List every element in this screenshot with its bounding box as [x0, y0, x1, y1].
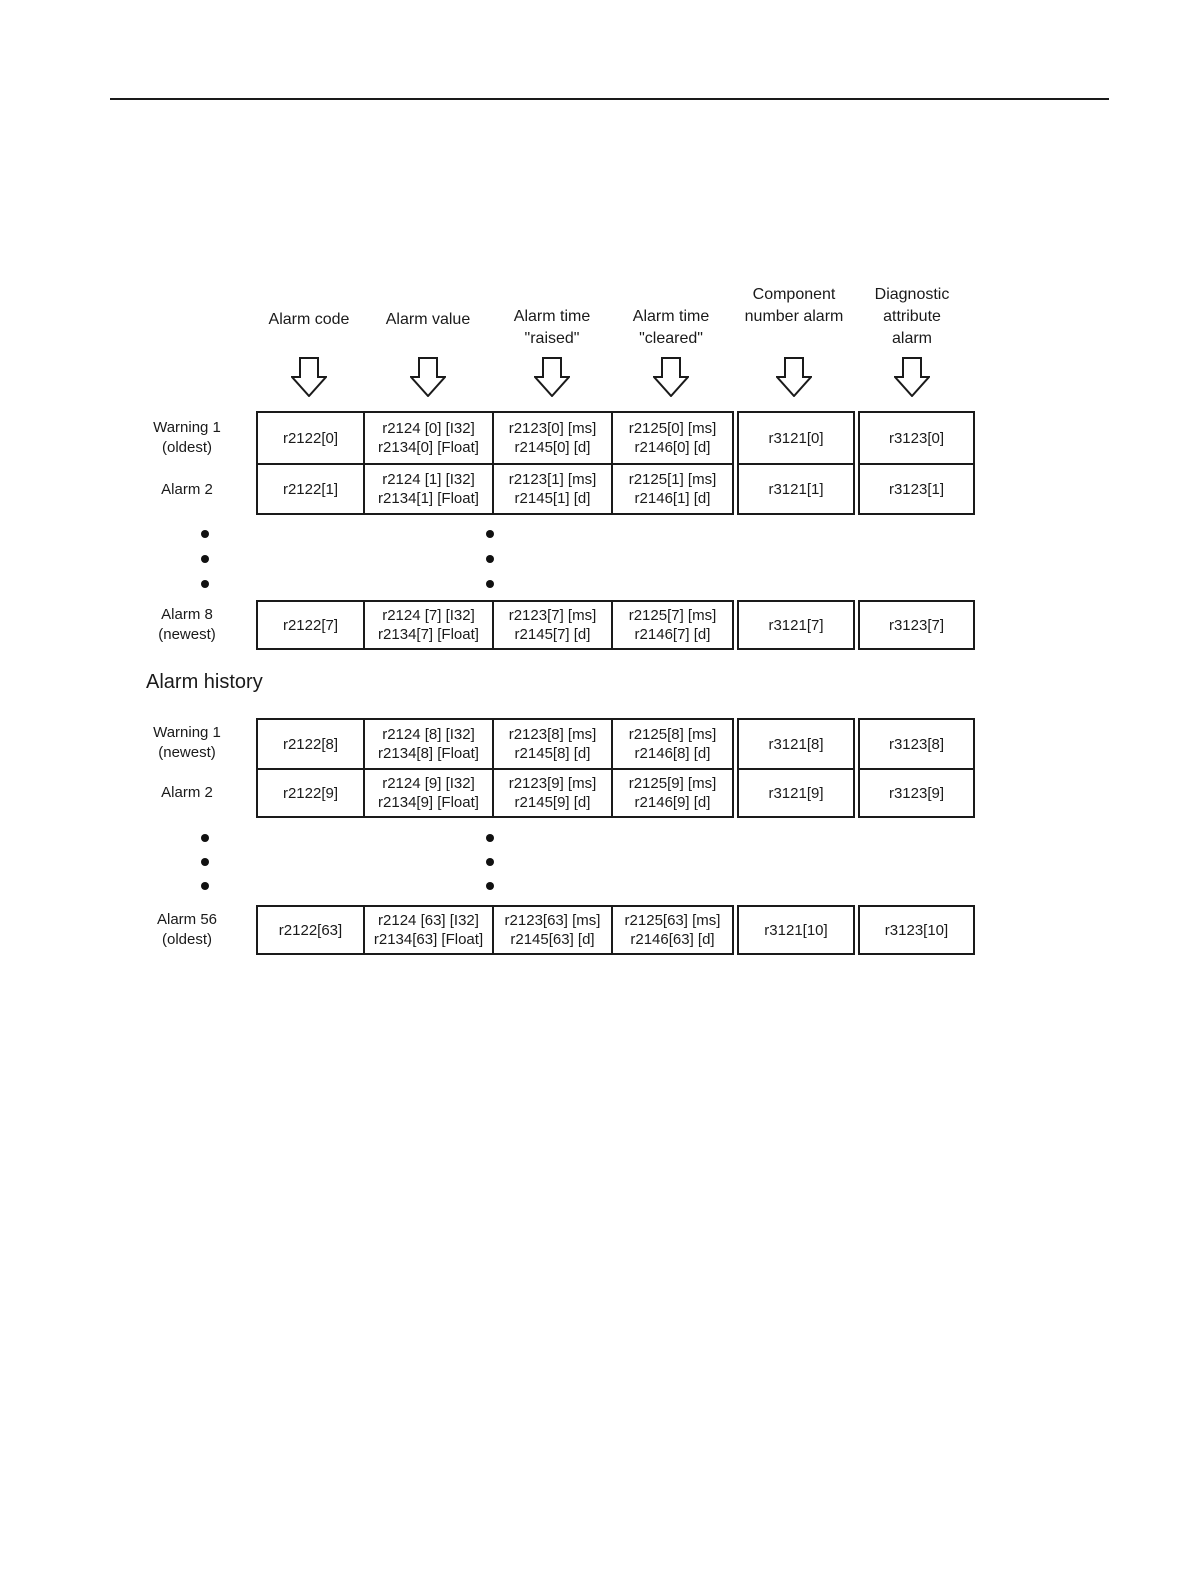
down-arrow-icon — [408, 357, 448, 398]
table-cell: r2125[0] [ms] r2146[0] [d] — [611, 413, 732, 463]
ellipsis-dot — [201, 530, 209, 538]
down-arrow-icon — [774, 357, 814, 398]
ellipsis-dot — [486, 580, 494, 588]
table-cell: r3121[0] — [768, 429, 824, 447]
ellipsis-dot — [486, 858, 494, 866]
table-cell: r2123[7] [ms] r2145[7] [d] — [492, 602, 611, 648]
table-cell: r3123[1] — [860, 463, 973, 513]
section-title-alarm-history: Alarm history — [146, 671, 263, 693]
table-cell: r3123[7] — [888, 616, 945, 634]
alarm-history-table-top: r2122[8] r2124 [8] [I32] r2134[8] [Float… — [256, 718, 975, 818]
table-cell: r3123[8] — [888, 735, 945, 753]
table-cell: r3121[7] — [768, 616, 824, 634]
table-cell: r3123[0] — [888, 429, 945, 447]
table-cell: r2123[1] [ms] r2145[1] [d] — [492, 463, 611, 513]
table-cell: r2124 [7] [I32] r2134[7] [Float] — [363, 602, 492, 648]
down-arrow-icon — [892, 357, 932, 398]
table-cell: r2123[9] [ms] r2145[9] [d] — [492, 768, 611, 816]
alarm-history-table-bottom: r2122[63] r2124 [63] [I32] r2134[63] [Fl… — [256, 905, 975, 955]
table-cell: r2122[8] — [282, 735, 339, 753]
table-cell: r2122[0] — [282, 429, 339, 447]
down-arrow-icon — [289, 357, 329, 398]
alarm-buffer-table-bottom: r2122[7] r2124 [7] [I32] r2134[7] [Float… — [256, 600, 975, 650]
table-cell: r2122[1] — [258, 463, 363, 513]
ellipsis-dot — [486, 530, 494, 538]
table-cell: r2124 [0] [I32] r2134[0] [Float] — [363, 413, 492, 463]
column-header-alarm-time-raised: Alarm time "raised" — [513, 308, 591, 347]
row-label-warning1-oldest: Warning 1 (oldest) — [153, 419, 221, 456]
table-cell: r3121[10] — [764, 921, 828, 939]
row-label-alarm8-newest: Alarm 8 (newest) — [158, 606, 216, 643]
table-cell: r2124 [9] [I32] r2134[9] [Float] — [363, 768, 492, 816]
table-cell: r2125[63] [ms] r2146[63] [d] — [611, 907, 732, 953]
table-cell: r2122[9] — [258, 768, 363, 816]
row-label-alarm2: Alarm 2 — [161, 481, 213, 498]
table-cell: r2125[7] [ms] r2146[7] [d] — [611, 602, 732, 648]
table-cell: r2124 [1] [I32] r2134[1] [Float] — [363, 463, 492, 513]
ellipsis-dot — [486, 555, 494, 563]
table-cell: r2125[1] [ms] r2146[1] [d] — [611, 463, 732, 513]
column-header-alarm-code: Alarm code — [268, 311, 350, 328]
ellipsis-dot — [486, 882, 494, 890]
ellipsis-dot — [201, 580, 209, 588]
down-arrow-icon — [651, 357, 691, 398]
alarm-buffer-table-top: r2122[0] r2124 [0] [I32] r2134[0] [Float… — [256, 411, 975, 515]
page-header-rule — [110, 98, 1109, 100]
table-cell: r3121[8] — [768, 735, 824, 753]
table-cell: r3121[1] — [739, 463, 853, 513]
column-header-alarm-value: Alarm value — [385, 311, 471, 328]
ellipsis-dot — [201, 555, 209, 563]
table-cell: r2125[8] [ms] r2146[8] [d] — [611, 720, 732, 768]
table-cell: r2125[9] [ms] r2146[9] [d] — [611, 768, 732, 816]
table-cell: r3123[9] — [860, 768, 973, 816]
table-cell: r2124 [8] [I32] r2134[8] [Float] — [363, 720, 492, 768]
column-header-alarm-time-cleared: Alarm time "cleared" — [632, 308, 710, 347]
table-cell: r2124 [63] [I32] r2134[63] [Float] — [363, 907, 492, 953]
ellipsis-dot — [201, 834, 209, 842]
row-label-warning1-newest: Warning 1 (newest) — [153, 724, 221, 761]
column-header-component-number: Component number alarm — [744, 286, 844, 325]
row-label-alarm2-history: Alarm 2 — [161, 784, 213, 801]
table-cell: r2123[63] [ms] r2145[63] [d] — [492, 907, 611, 953]
table-cell: r2122[63] — [278, 921, 343, 939]
ellipsis-dot — [201, 882, 209, 890]
row-label-alarm56-oldest: Alarm 56 (oldest) — [156, 911, 218, 948]
ellipsis-dot — [486, 834, 494, 842]
table-cell: r2123[8] [ms] r2145[8] [d] — [492, 720, 611, 768]
ellipsis-dot — [201, 858, 209, 866]
table-cell: r2122[7] — [282, 616, 339, 634]
down-arrow-icon — [532, 357, 572, 398]
table-cell: r2123[0] [ms] r2145[0] [d] — [492, 413, 611, 463]
column-header-diagnostic-attribute: Diagnostic attribute alarm — [874, 286, 950, 347]
table-cell: r3123[10] — [884, 921, 949, 939]
table-cell: r3121[9] — [739, 768, 853, 816]
